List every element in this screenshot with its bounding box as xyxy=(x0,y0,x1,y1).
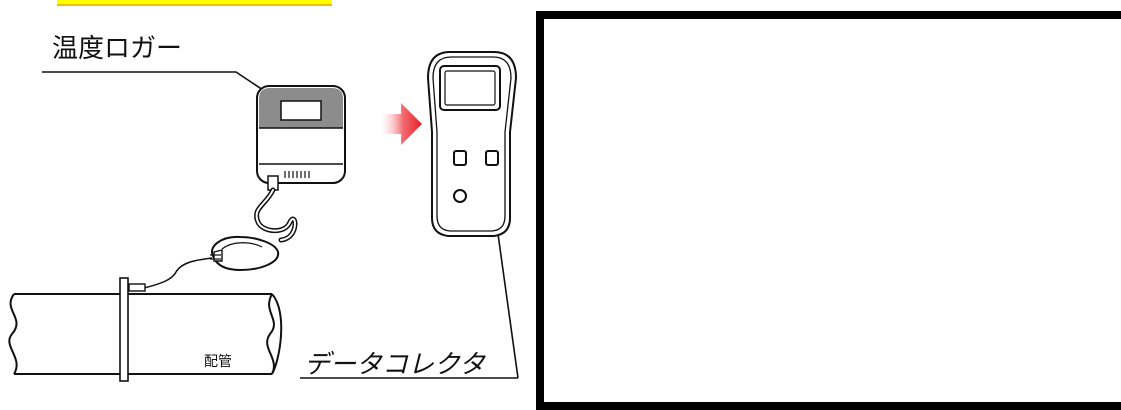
temperature-logger-icon xyxy=(256,85,346,191)
collector-label: データコレクタ xyxy=(304,350,486,380)
blank-panel xyxy=(536,11,1121,410)
data-collector-icon xyxy=(426,51,518,237)
logger-label: 温度ロガー xyxy=(52,34,182,64)
arrow-right-icon xyxy=(380,103,422,145)
pipe-label: 配管 xyxy=(204,354,232,370)
pipe-clamp xyxy=(119,277,146,382)
sensor-probe-icon xyxy=(143,235,280,289)
sensor-cable xyxy=(254,187,298,243)
pipe-icon xyxy=(8,293,283,375)
highlight-strip xyxy=(57,0,332,6)
logger-leader-line xyxy=(42,71,267,93)
collector-leader-line xyxy=(497,233,519,379)
